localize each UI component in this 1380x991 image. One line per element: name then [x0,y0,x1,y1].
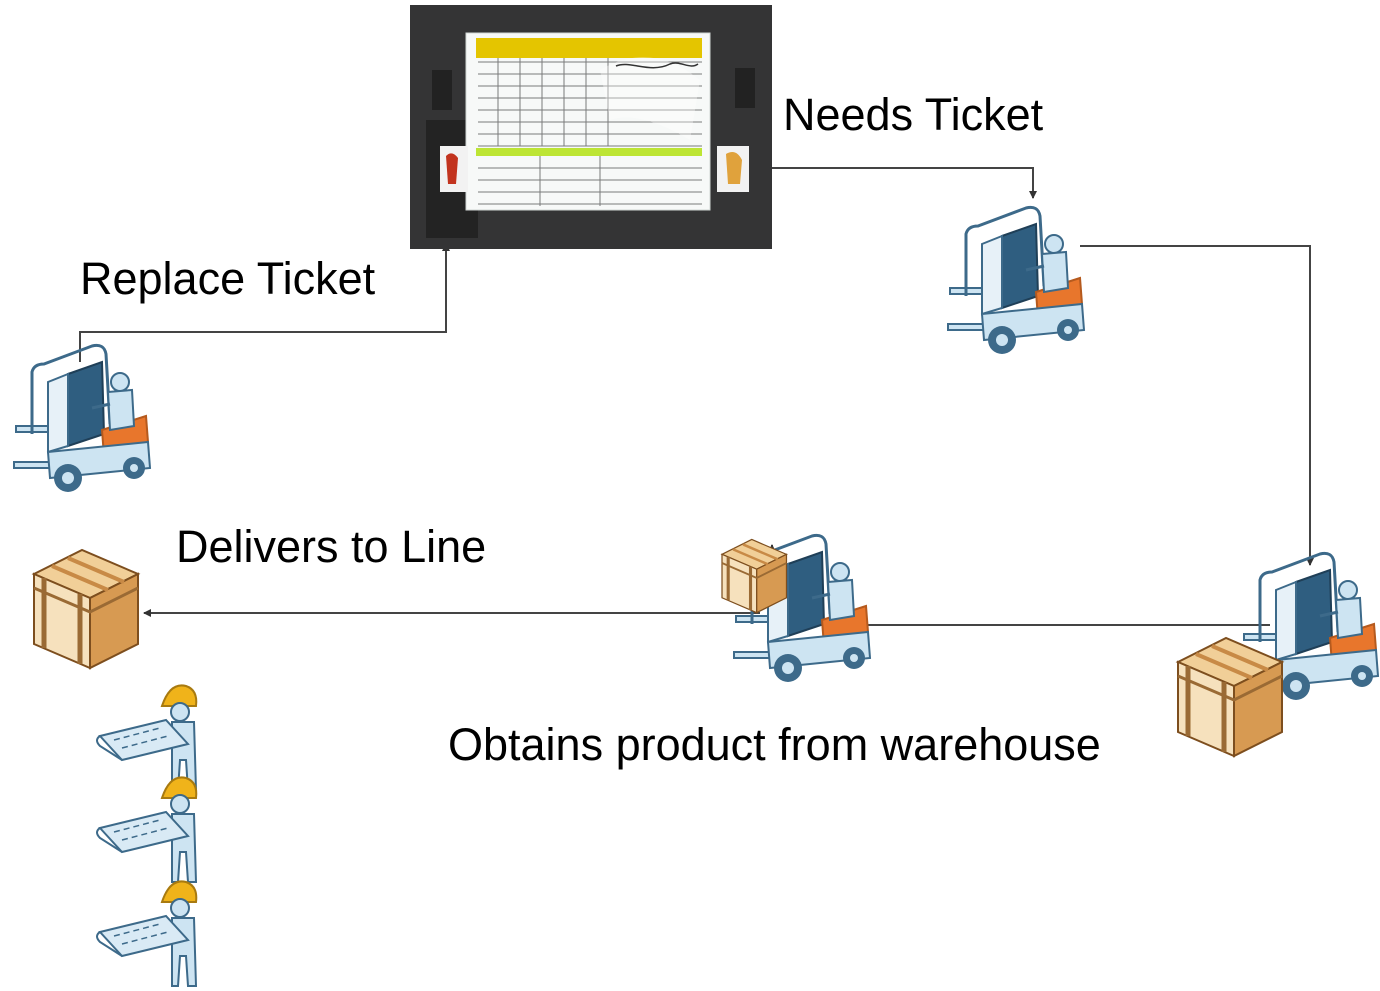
line-worker-icon [96,880,198,987]
delivers-to-line-label: Delivers to Line [176,521,487,572]
needs-ticket-label: Needs Ticket [783,89,1044,140]
wooden-crate-icon [34,550,138,668]
line-worker-icon [96,776,198,883]
forklift-driver-icon [12,343,152,494]
connector-board-to-forklift [728,167,1037,199]
connector-replace-ticket [79,243,450,362]
replace-ticket-label: Replace Ticket [80,253,376,304]
line-worker-icon [96,684,198,791]
obtains-product-label: Obtains product from warehouse [448,719,1101,770]
connector-forklift-to-warehouse [1080,245,1314,566]
forklift-driver-icon [946,205,1086,356]
wooden-crate-icon [1178,638,1282,756]
kanban-board-photo-icon [410,5,772,249]
wooden-crate-icon [720,537,789,615]
